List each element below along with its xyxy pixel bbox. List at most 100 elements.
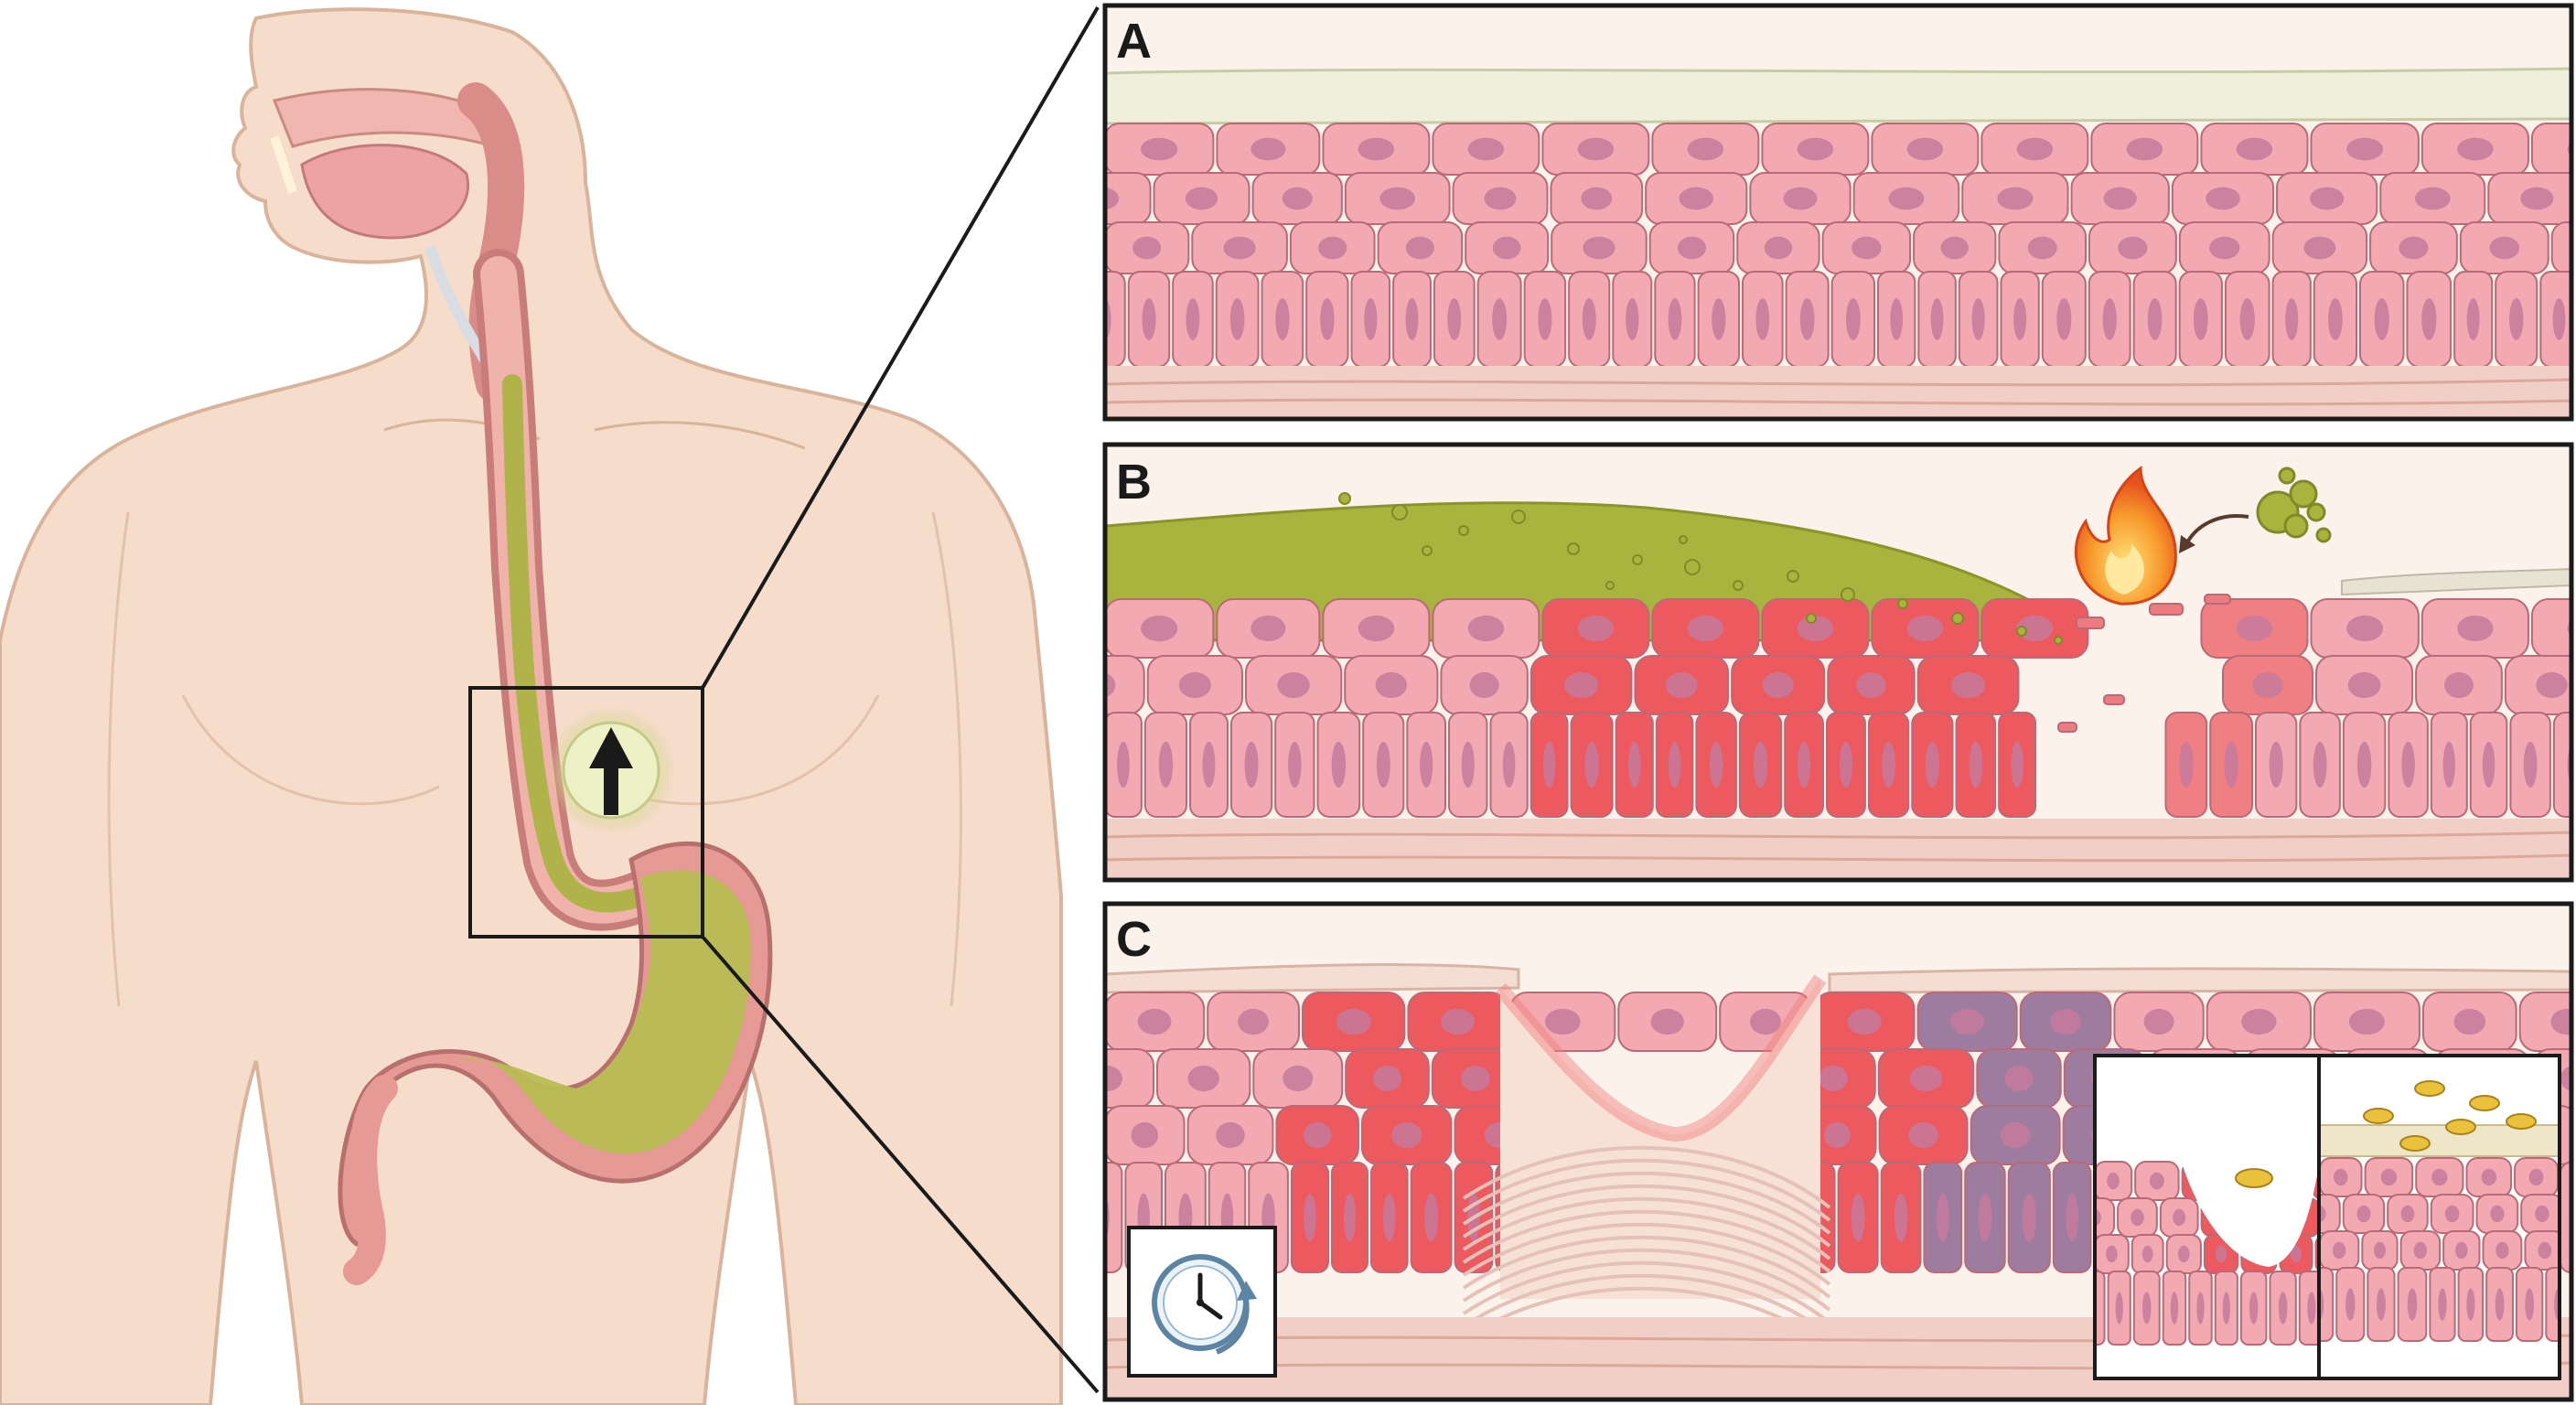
epithelial-cell <box>1648 221 1735 274</box>
epithelial-cell <box>2429 1267 2456 1342</box>
epithelial-cell <box>2387 1194 2429 1234</box>
epithelial-cell <box>1407 992 1508 1052</box>
epithelial-cell <box>2315 655 2414 715</box>
acid-droplet <box>1391 504 1408 520</box>
epithelial-cell <box>1736 221 1820 274</box>
epithelial-cell <box>2222 655 2314 715</box>
epithelial-cell <box>2162 1271 2187 1346</box>
epithelial-cell <box>2320 1230 2360 1271</box>
scar-fiber <box>1462 1145 1831 1209</box>
acid-droplet <box>2054 636 2063 645</box>
epithelial-cell <box>2132 1271 2161 1346</box>
epithelial-cell <box>1301 992 1406 1052</box>
epithelial-cell <box>1634 655 1730 715</box>
scar-fiber <box>1462 1260 1831 1325</box>
epithelial-cell <box>1207 992 1300 1052</box>
epithelial-cell <box>1867 712 1910 818</box>
panel-b <box>1102 442 2574 883</box>
panel-a-surface-layer <box>1105 67 2571 125</box>
epithelial-cell <box>2299 712 2341 818</box>
epithelial-cell <box>1172 271 1214 368</box>
epithelial-cell <box>1731 655 1826 715</box>
epithelial-cell <box>1961 172 2069 225</box>
panel-b-epithelium <box>1105 598 2571 818</box>
epithelial-cell <box>1697 271 1741 368</box>
epithelial-cell <box>1530 712 1569 818</box>
epithelial-cell <box>1825 712 1866 818</box>
epithelial-cell <box>1761 598 1870 659</box>
epithelial-cell <box>1617 992 1718 1052</box>
epithelial-cell <box>2088 271 2131 368</box>
epithelial-cell <box>1530 655 1633 715</box>
epithelial-cell <box>2313 271 2358 368</box>
panel-c <box>1102 901 2574 1402</box>
epithelial-cell <box>2415 1157 2464 1197</box>
inset-particle <box>2469 1095 2500 1111</box>
acid-droplets <box>1338 492 2231 733</box>
panel-a-basement <box>1105 366 2571 419</box>
epithelial-cell <box>2514 1157 2559 1197</box>
inset-particle <box>2414 1080 2445 1097</box>
epithelial-cell <box>2420 123 2529 176</box>
epithelial-cell <box>1871 123 1980 176</box>
epithelial-cell <box>2271 271 2312 368</box>
epithelial-cell <box>1550 172 1644 225</box>
epithelial-cell <box>1813 992 1916 1052</box>
epithelial-cell <box>1612 271 1653 368</box>
epithelial-cell <box>2000 271 2040 368</box>
scar-fiber <box>1462 1248 1831 1312</box>
epithelial-cell <box>1654 271 1696 368</box>
ulcer-crater <box>1500 979 1820 1299</box>
epithelial-cell <box>1216 123 1321 176</box>
teeth <box>270 135 297 194</box>
epithelial-cell <box>2379 172 2486 225</box>
epithelial-cell <box>2298 1271 2318 1346</box>
epithelial-cell <box>1784 712 1824 818</box>
epithelial-cell <box>1837 1162 1879 1273</box>
acid-droplet <box>1567 542 1580 555</box>
epithelial-cell <box>2239 1271 2268 1346</box>
epithelial-cell <box>2406 271 2453 368</box>
clock-icon <box>1152 1254 1257 1355</box>
arm-line-right <box>931 511 962 1007</box>
inset-particle <box>2506 1113 2537 1130</box>
chest-line-left <box>181 694 440 806</box>
epithelial-cell <box>2007 1162 2051 1273</box>
epithelial-cell <box>2132 271 2177 368</box>
acid-droplet <box>1733 580 1744 591</box>
epithelial-cell <box>1976 1048 2062 1109</box>
stomach-acid-content <box>457 870 751 1154</box>
epithelial-cell <box>2134 1161 2180 1201</box>
epithelial-cell <box>2200 123 2309 176</box>
epithelial-cell <box>2310 598 2420 659</box>
epithelial-cell <box>2397 1267 2428 1342</box>
epithelial-cell <box>1153 172 1250 225</box>
epithelial-cell <box>2367 1267 2396 1342</box>
epithelial-cell <box>1290 1162 1329 1273</box>
epithelial-cell <box>1913 221 1997 274</box>
epithelial-cell <box>1105 598 1215 659</box>
acid-droplet <box>1897 598 1908 609</box>
epithelial-cell <box>2165 1234 2202 1274</box>
inset-frame <box>2093 1054 2561 1380</box>
panel-label-c: C <box>1116 912 1152 967</box>
acid-reflux-column <box>502 374 650 913</box>
epithelial-cell <box>1189 712 1229 818</box>
epithelial-cell <box>1156 1048 1251 1109</box>
epithelial-cell <box>1105 123 1215 176</box>
epithelial-cell <box>1749 172 1852 225</box>
epithelial-cell <box>1360 1105 1453 1165</box>
panel-a-fiber <box>1105 398 2571 406</box>
scar-fiber <box>1462 1196 1831 1260</box>
epithelial-cell <box>2465 1157 2513 1197</box>
epithelial-cell <box>1105 992 1206 1052</box>
epithelial-cell <box>2359 271 2405 368</box>
epithelial-cell <box>1916 992 2018 1052</box>
scar-fiber <box>1462 1171 1831 1235</box>
epithelial-cell <box>2214 1271 2238 1346</box>
epithelial-cell <box>2421 992 2517 1052</box>
acid-droplet <box>1338 492 1351 505</box>
acid-attack-arrowhead <box>2179 535 2195 553</box>
epithelial-cell <box>1568 271 1611 368</box>
